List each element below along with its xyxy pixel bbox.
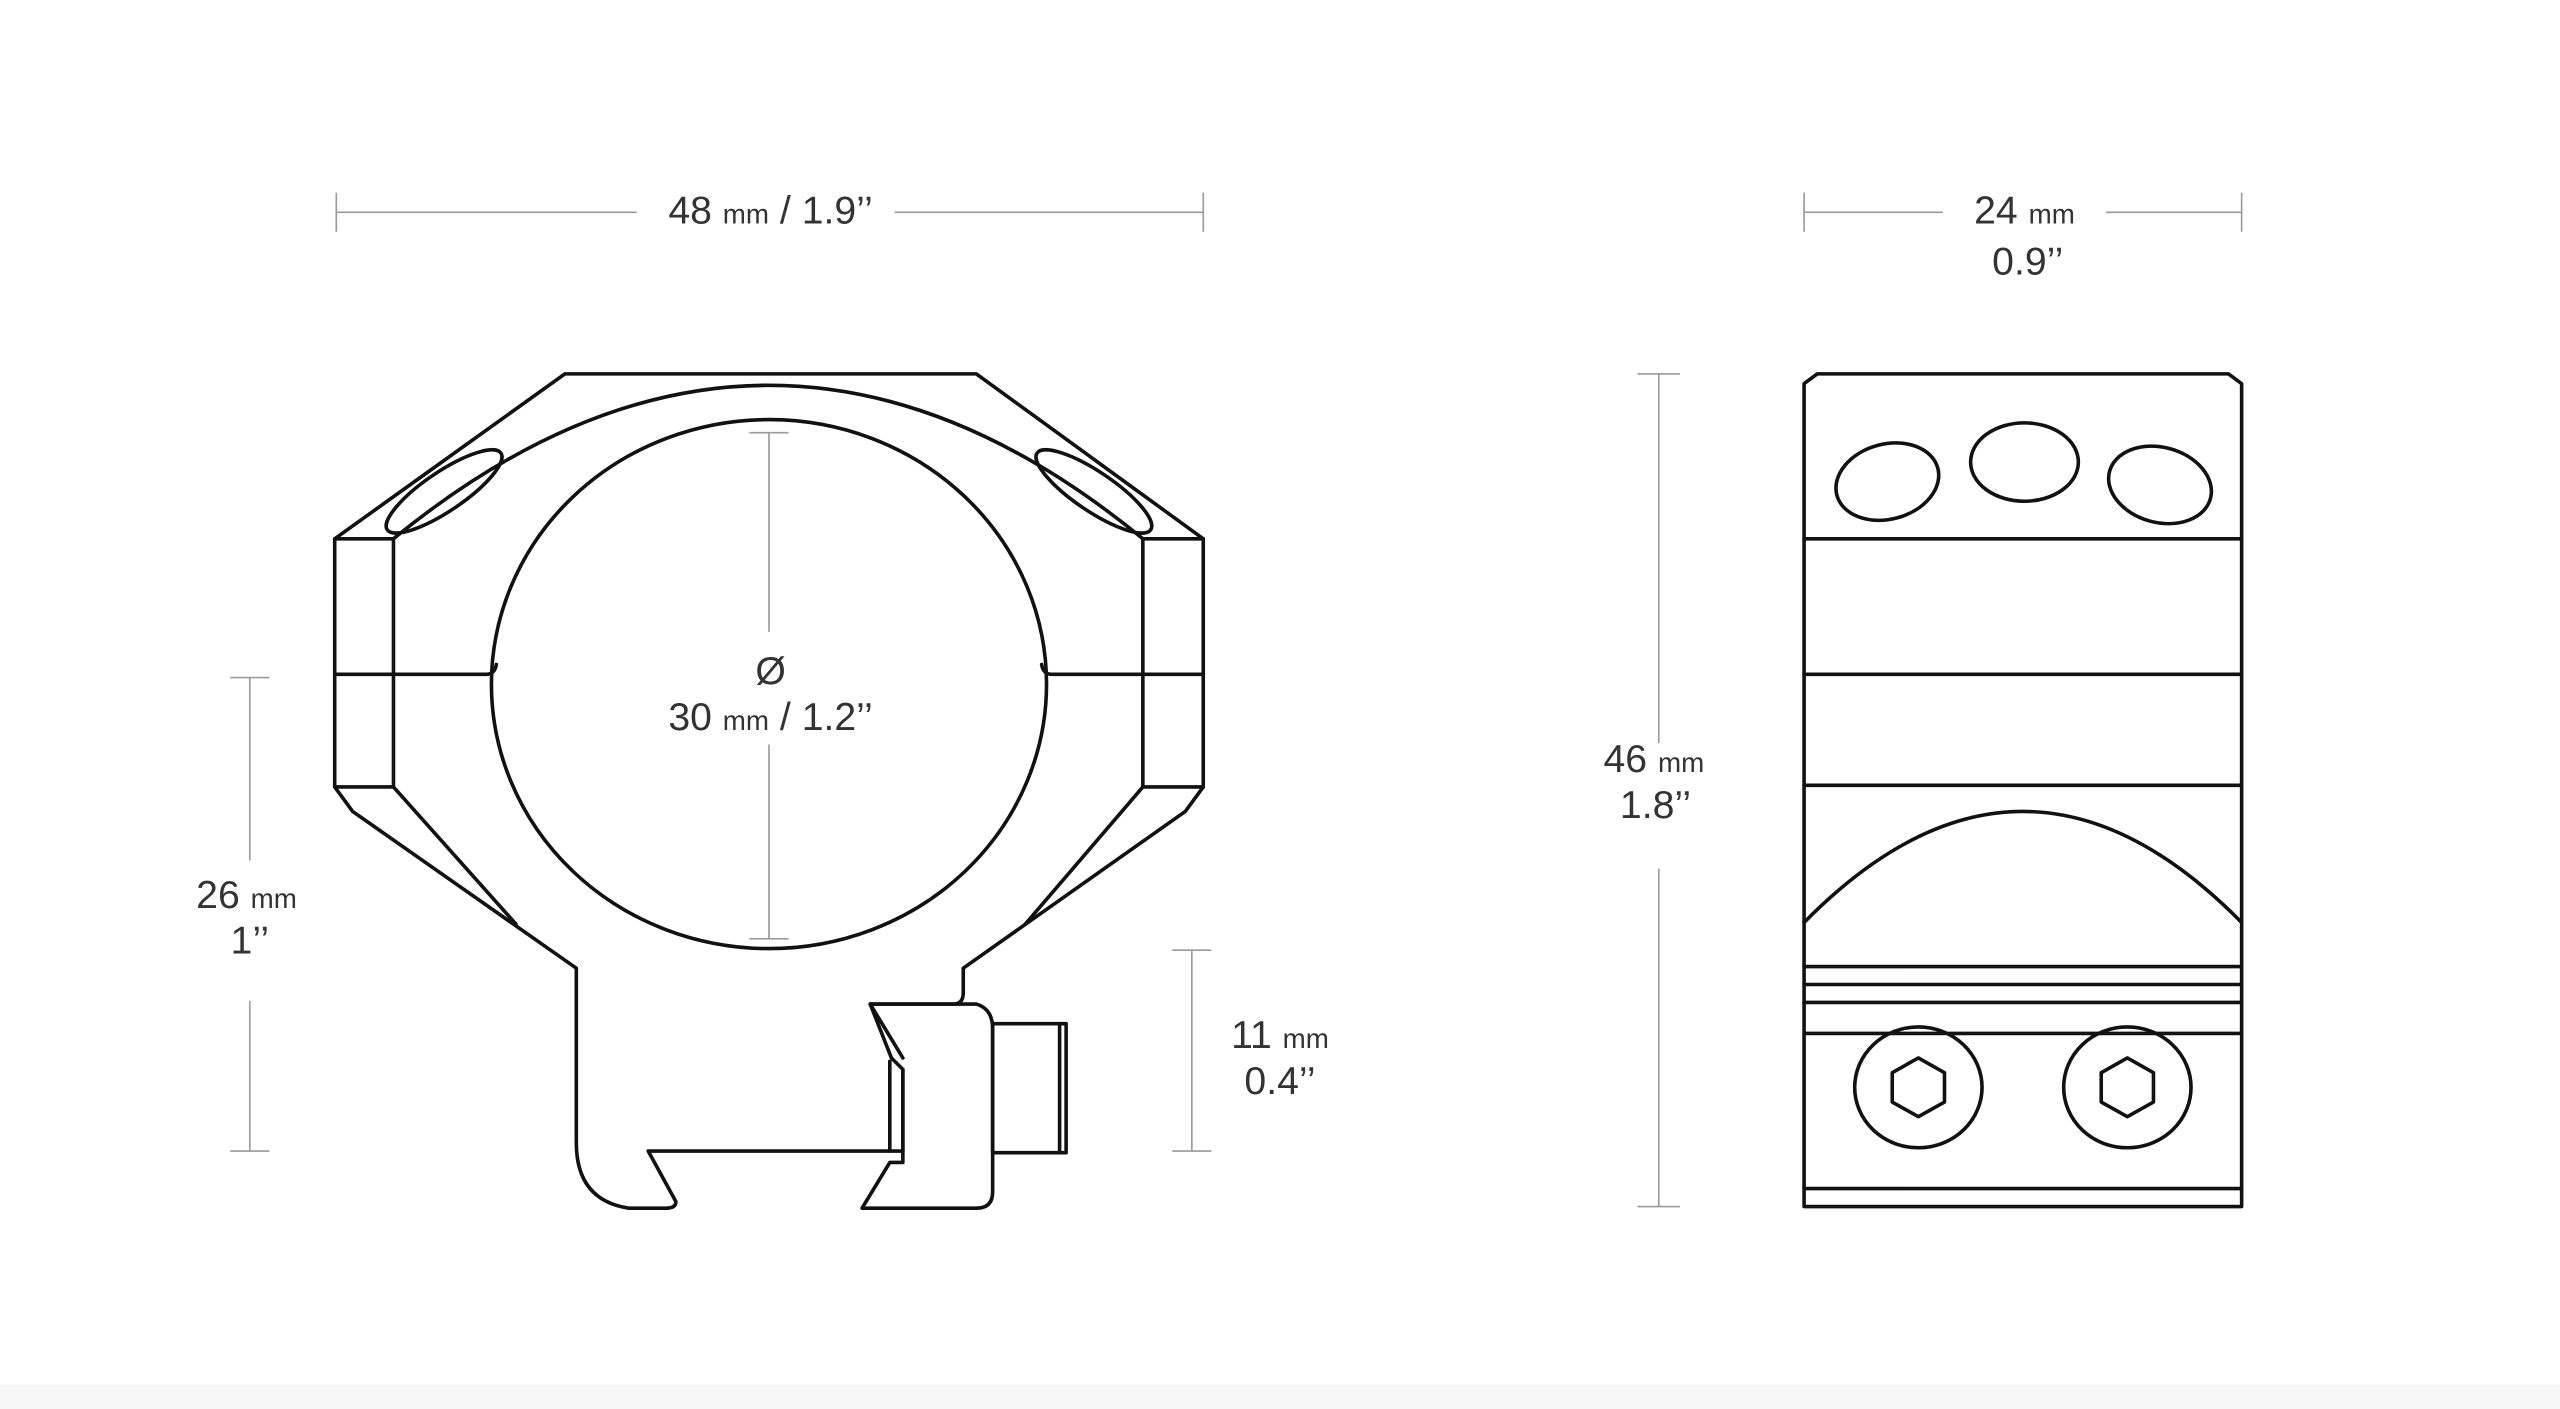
screw-hole-left <box>384 448 504 535</box>
diameter-symbol: Ø <box>755 650 785 693</box>
scope-bore <box>489 417 1049 951</box>
dimension-width-24: 24 mm 0.9’’ <box>1803 190 2243 283</box>
dim-unit: mm <box>1658 747 1704 778</box>
dim-value: 24 <box>1974 190 2018 233</box>
clamp-jaw <box>860 1002 995 1210</box>
dim-imperial: 0.9’’ <box>1992 240 2063 283</box>
svg-text:11 mm: 11 mm <box>1231 1014 1329 1057</box>
dimension-diameter-30: Ø 30 mm / 1.2’’ <box>668 431 873 940</box>
dim-unit: mm <box>251 883 297 914</box>
dim-imperial: 1’’ <box>231 919 269 962</box>
side-view-ring <box>1802 372 2244 1209</box>
hex-socket-icon <box>2099 1056 2156 1119</box>
hex-bolt <box>1852 1025 1984 1150</box>
screw-hole <box>2106 444 2214 526</box>
dimension-clamp-11: 11 mm 0.4’’ <box>1172 949 1329 1152</box>
front-view-ring <box>332 372 1206 1210</box>
clamp-knob <box>990 1021 1068 1155</box>
dim-imperial: / 1.9’’ <box>780 190 873 233</box>
dim-value: 11 <box>1231 1014 1272 1057</box>
dim-unit: mm <box>1283 1023 1329 1054</box>
dim-unit: mm <box>723 199 769 230</box>
bottom-strip <box>0 1384 2560 1409</box>
screw-hole <box>1834 441 1941 523</box>
dim-value: 30 <box>668 696 712 739</box>
dim-imperial: 0.4’’ <box>1244 1060 1315 1103</box>
hex-bolt <box>2061 1025 2193 1150</box>
screw-hole-right <box>1034 448 1154 535</box>
dim-value: 48 <box>668 190 712 233</box>
dimension-width-48: 48 mm / 1.9’’ <box>335 190 1205 233</box>
dim-unit: mm <box>2029 199 2075 230</box>
dim-imperial: / 1.2’’ <box>780 696 873 739</box>
screw-hole <box>1968 421 2081 504</box>
dimension-height-26: 26 mm 1’’ <box>196 676 297 1152</box>
svg-text:26 mm: 26 mm <box>196 874 297 917</box>
dimension-height-46: 46 mm 1.8’’ <box>1604 373 1705 1208</box>
svg-text:46 mm: 46 mm <box>1604 738 1705 781</box>
dim-value: 46 <box>1604 738 1648 781</box>
svg-text:24 mm: 24 mm <box>1974 190 2075 233</box>
svg-text:30 mm / 1.2’’: 30 mm / 1.2’’ <box>668 696 873 739</box>
dim-unit: mm <box>723 705 769 736</box>
hex-socket-icon <box>1890 1056 1947 1119</box>
dim-imperial: 1.8’’ <box>1620 784 1691 827</box>
svg-text:48 mm / 1.9’’: 48 mm / 1.9’’ <box>668 190 873 233</box>
dim-value: 26 <box>196 874 240 917</box>
